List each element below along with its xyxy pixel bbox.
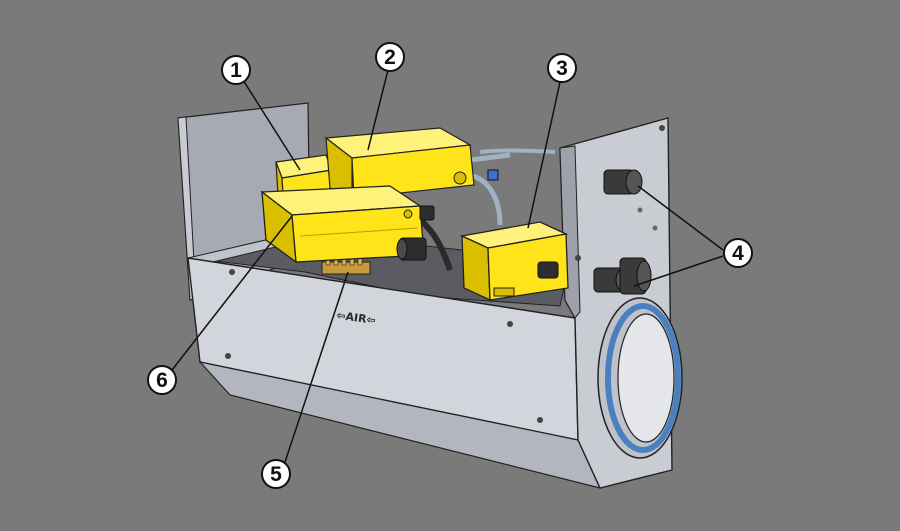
connector-fitting [419, 205, 435, 221]
callout-2: 2 [375, 42, 405, 72]
svg-text:4: 4 [732, 242, 744, 265]
screw [659, 125, 665, 131]
cable-gland-lower-right [619, 257, 652, 295]
svg-text:2: 2 [384, 46, 396, 69]
screw [537, 417, 543, 423]
connector-fitting [396, 237, 427, 261]
component-2-box [324, 127, 475, 199]
leader-line-6 [171, 215, 293, 371]
screw [507, 321, 513, 327]
component-6-box [260, 185, 425, 264]
leader-line-5 [284, 271, 349, 463]
callout-6: 6 [147, 365, 177, 395]
svg-text:5: 5 [270, 463, 282, 486]
leader-line-4b [633, 255, 724, 287]
leader-line-4a [637, 185, 724, 251]
screw [652, 225, 658, 231]
component-3-box [459, 221, 569, 302]
leader-line-3 [527, 81, 561, 229]
cable-connector [487, 169, 499, 181]
cable [479, 148, 556, 154]
screw [229, 269, 235, 275]
svg-text:3: 3 [556, 57, 568, 80]
cable [469, 172, 503, 226]
screw [225, 353, 231, 359]
screw [575, 255, 581, 261]
callout-5: 5 [261, 459, 291, 489]
leader-line-2 [367, 69, 389, 151]
callout-4: 4 [723, 238, 753, 268]
air-direction-stamp: ⇦AIR⇦ [336, 309, 377, 327]
callout-1: 1 [221, 55, 251, 85]
cable [469, 152, 511, 163]
duct-spigot-inner [617, 313, 675, 443]
callout-3: 3 [547, 53, 577, 83]
svg-text:6: 6 [156, 369, 168, 392]
svg-text:1: 1 [230, 59, 242, 82]
duct-spigot-seal [605, 303, 681, 453]
screw [637, 207, 643, 213]
cable-gland-upper [603, 169, 643, 195]
leader-line-1 [242, 79, 301, 171]
